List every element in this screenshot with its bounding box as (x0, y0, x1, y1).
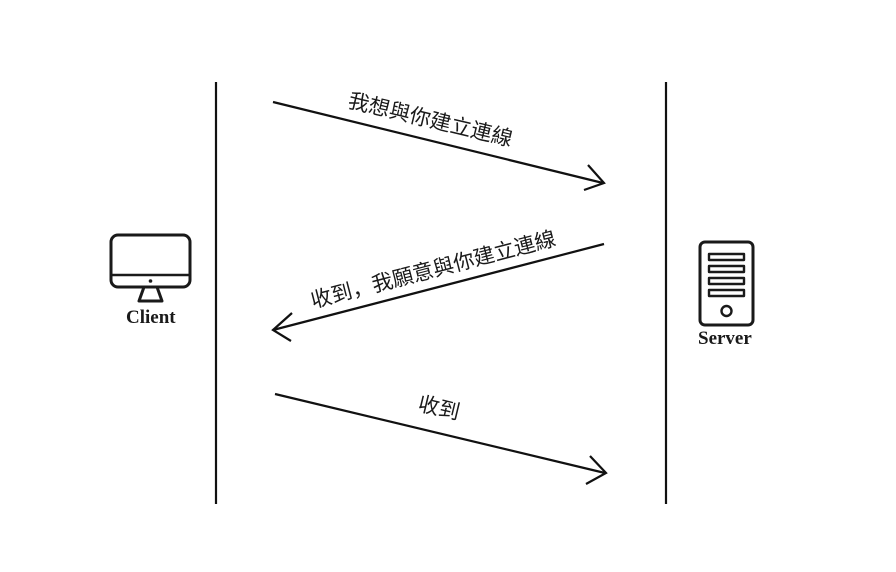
server-label: Server (698, 328, 752, 349)
monitor-icon (109, 233, 192, 303)
message-arrow-3 (274, 392, 608, 485)
client-label: Client (126, 307, 176, 328)
message-label-2: 收到，我願意與你建立連線 (308, 227, 558, 313)
message-label-3: 收到 (416, 392, 462, 425)
server-tower-icon (698, 240, 755, 327)
message-arrow-2 (271, 242, 605, 342)
message-arrow-1 (272, 100, 606, 192)
